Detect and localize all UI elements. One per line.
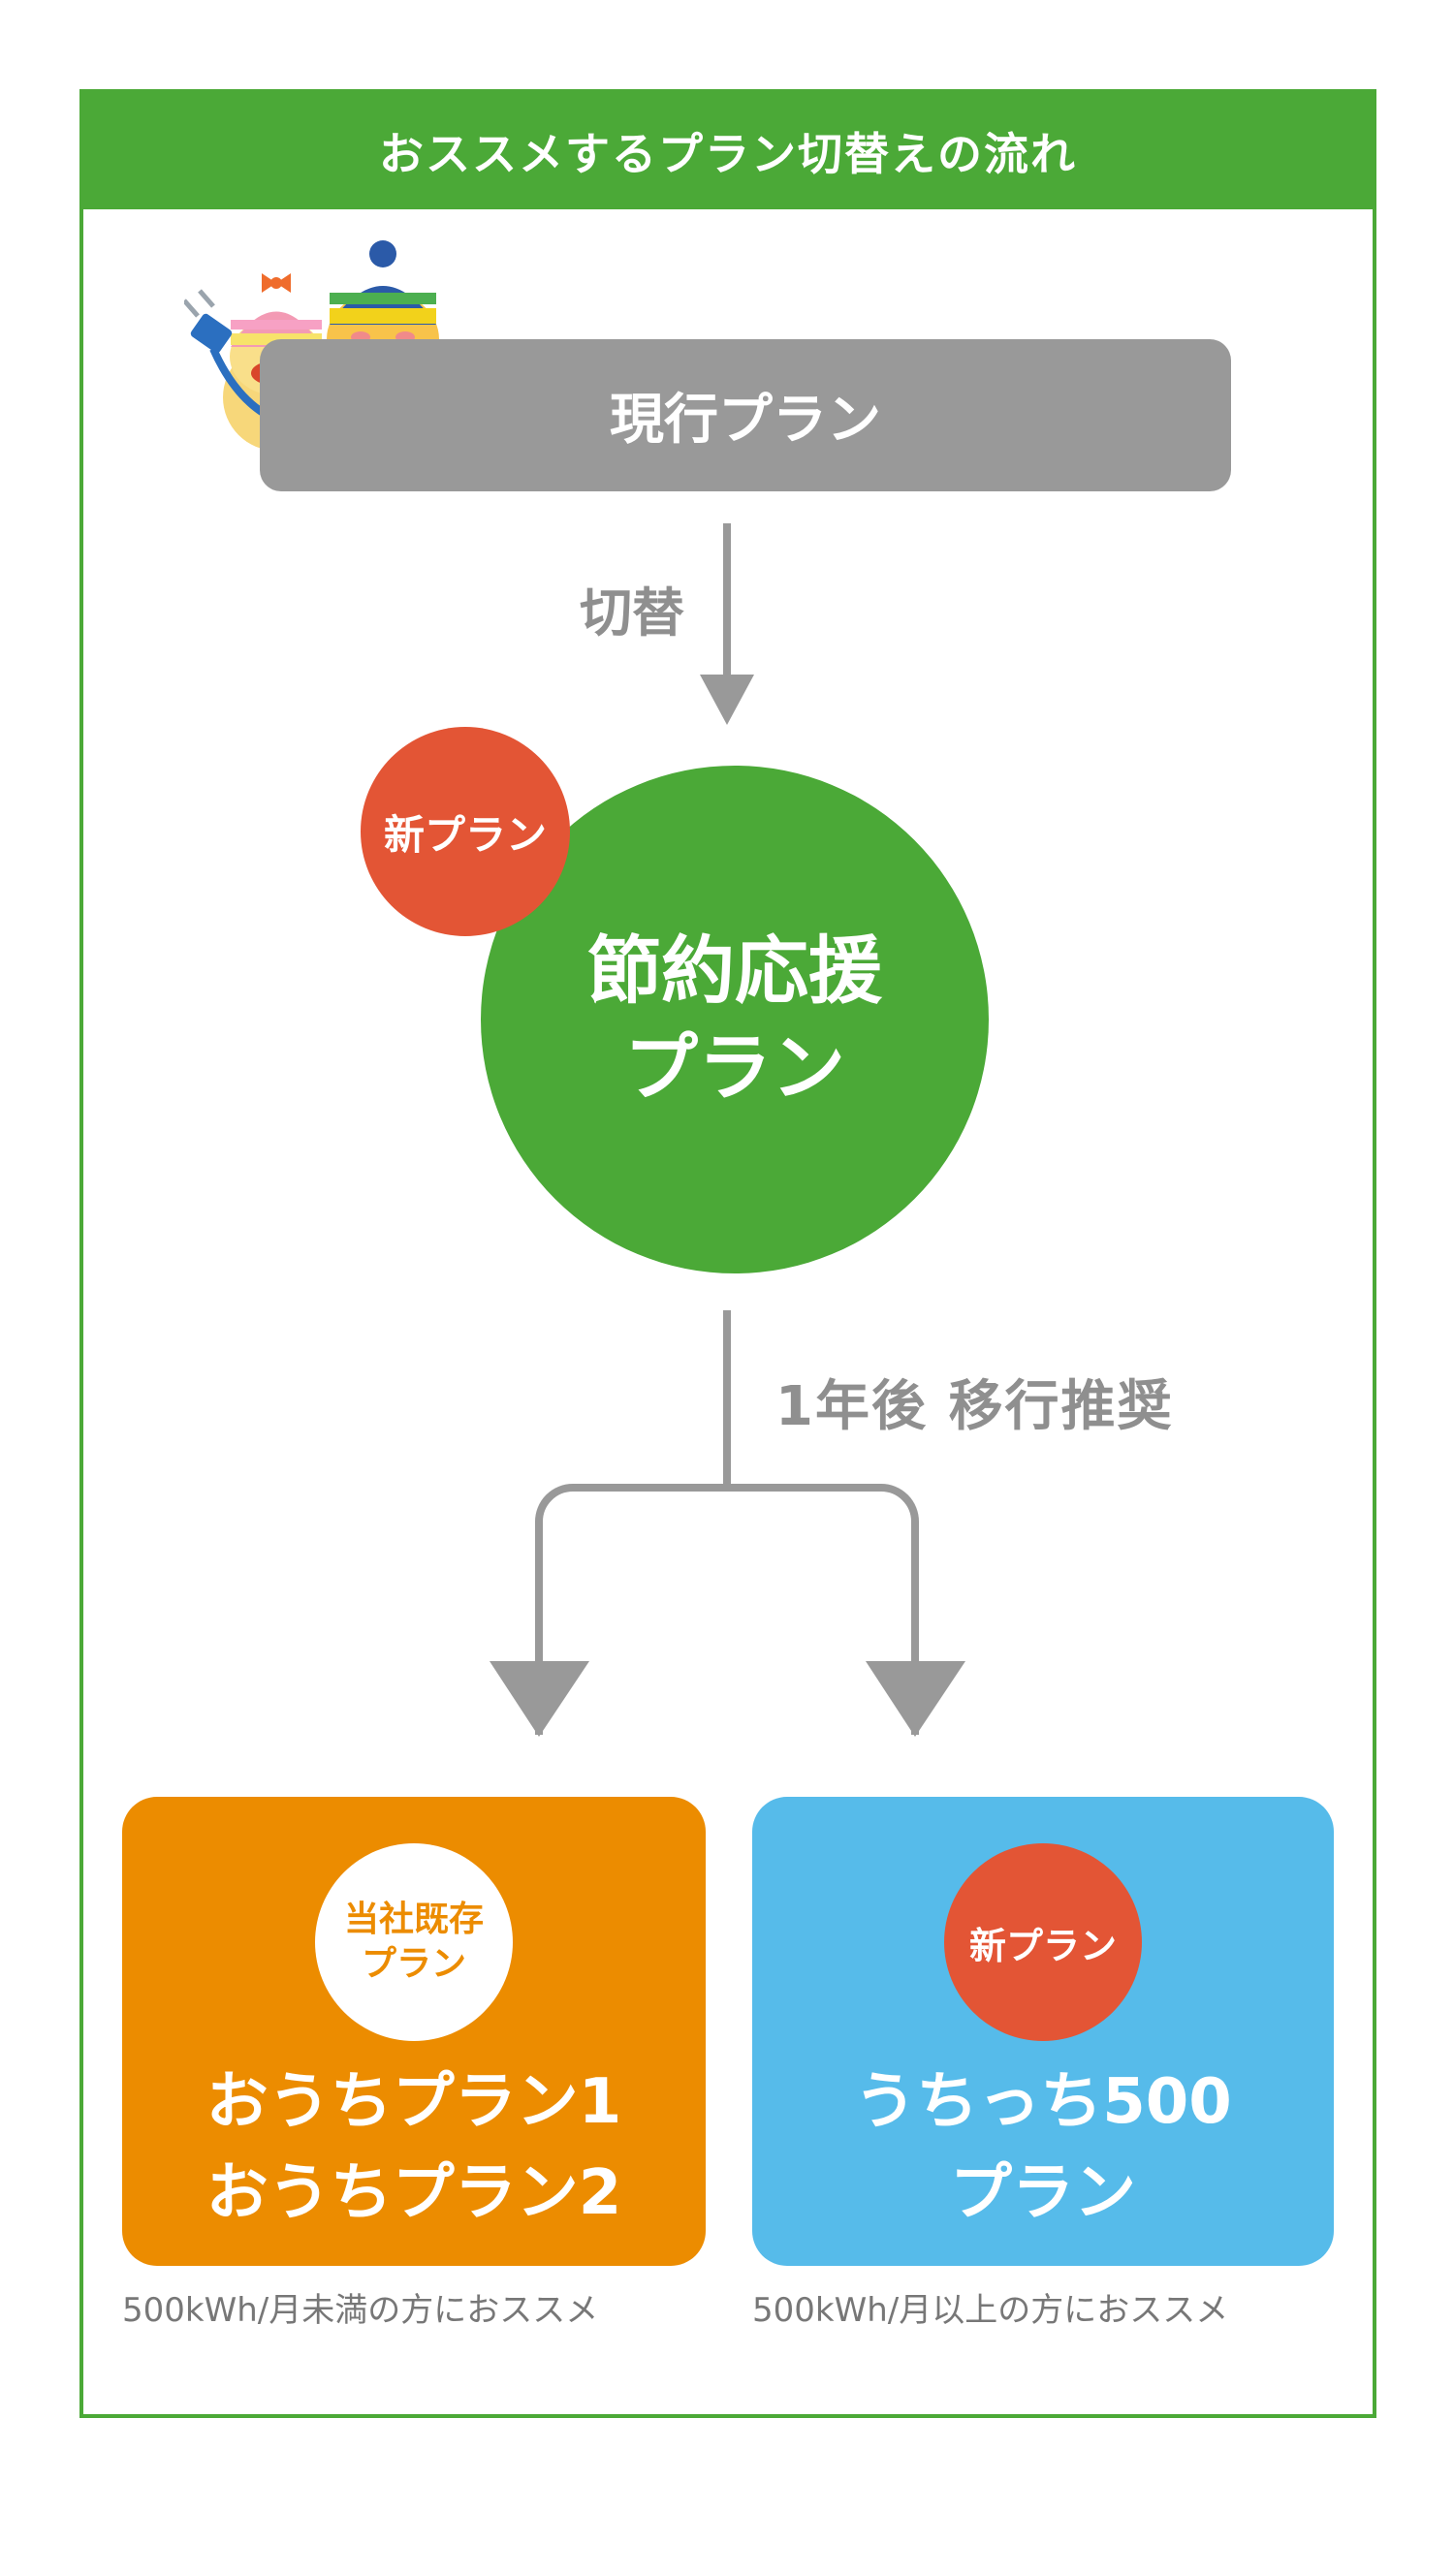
switch-label: 切替 [580,582,684,644]
uchicchi-plan-title: うちっち500 プラン [752,2057,1334,2239]
existing-plan-badge-line1: 当社既存 [343,1900,484,1939]
arrow-right-head [866,1661,965,1737]
existing-plan-card: 当社既存 プラン おうちプラン1 おうちプラン2 [122,1797,706,2266]
existing-plan-title-line2: おうちプラン2 [205,2157,622,2229]
existing-plan-title-line1: おうちプラン1 [205,2066,622,2138]
uchicchi-plan-title-line1: うちっち500 [854,2066,1232,2138]
arrow-switch-head [700,675,754,725]
new-plan-title-line2: プラン [624,1024,845,1111]
uchicchi-plan-note: 500kWh/月以上の方におススメ [752,2291,1229,2330]
header-title: おススメするプラン切替えの流れ [83,93,1373,209]
existing-plan-note: 500kWh/月未満の方におススメ [122,2291,599,2330]
existing-plan-badge-line2: プラン [361,1944,466,1984]
arrow-left-head [490,1661,589,1737]
new-plan-badge: 新プラン [361,727,570,936]
uchicchi-plan-title-line2: プラン [950,2157,1136,2229]
plug-icon [190,313,233,354]
uchicchi-plan-card: 新プラン うちっち500 プラン [752,1797,1334,2266]
branch-connector [535,1484,919,1735]
new-plan-title-line1: 節約応援 [587,927,882,1014]
after-year-label: 1年後 移行推奨 [775,1375,1174,1438]
existing-plan-badge: 当社既存 プラン [315,1843,513,2041]
uchicchi-plan-badge: 新プラン [944,1843,1142,2041]
current-plan-box: 現行プラン [260,339,1231,491]
existing-plan-title: おうちプラン1 おうちプラン2 [122,2057,706,2239]
